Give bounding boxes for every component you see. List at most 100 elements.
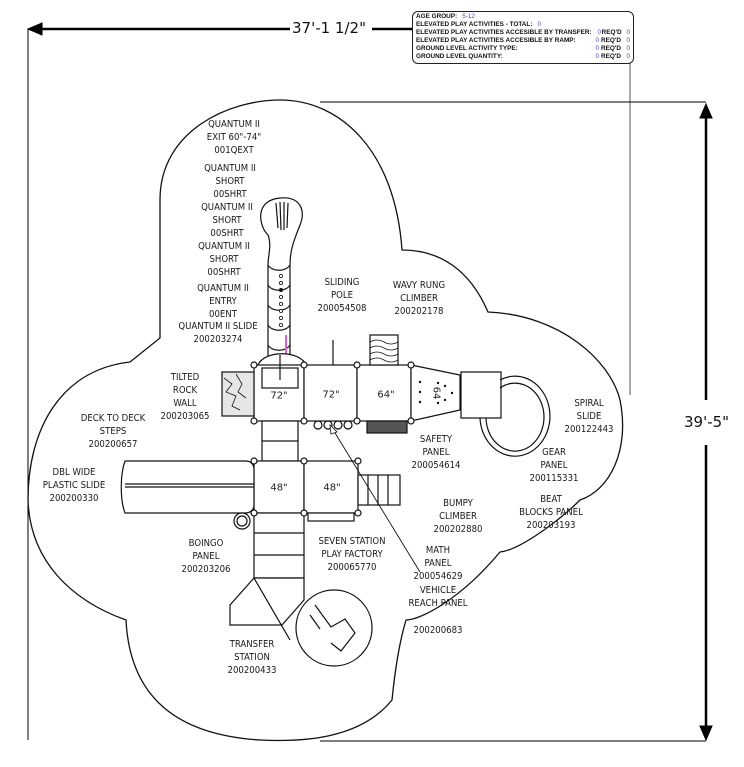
component-label-dbl-wide-slide: DBL WIDE PLASTIC SLIDE 200200330 — [43, 466, 106, 505]
info-row-label: ELEVATED PLAY ACTIVITIES ACCESIBLE BY RA… — [416, 37, 576, 44]
info-row-value: 0 — [595, 53, 599, 60]
label-line: 200065770 — [327, 562, 377, 573]
component-label-quantum-slide: QUANTUM II SLIDE 200203274 — [178, 320, 257, 346]
arrow-down-icon — [699, 725, 713, 742]
label-line: POLE — [330, 290, 354, 301]
height-dimension — [320, 101, 713, 742]
label-line: 00SHRT — [207, 267, 241, 278]
arrow-left-icon — [26, 22, 43, 36]
component-label-math-panel: MATH PANEL 200054629 — [414, 544, 463, 583]
label-line: PLAY FACTORY — [321, 549, 383, 560]
label-line: BOINGO — [188, 538, 224, 549]
label-line: SLIDE — [576, 411, 602, 422]
info-row-req-label: REQ'D — [601, 37, 621, 44]
info-row-req-label: REQ'D — [601, 45, 621, 52]
lower-decks — [120, 457, 401, 641]
info-row: GROUND LEVEL QUANTITY: 0 REQ'D 0 — [416, 53, 630, 61]
component-label-tilted-rock-wall: TILTED ROCK WALL 200203065 — [161, 371, 210, 423]
component-label-vehicle-reach-panel-number: 200200683 — [414, 624, 463, 637]
label-line: 200054508 — [317, 303, 367, 314]
component-label-gear-panel: GEAR PANEL 200115331 — [530, 446, 579, 485]
info-row-req-label: REQ'D — [601, 29, 622, 36]
label-line: WAVY RUNG — [392, 280, 446, 291]
width-dimension — [26, 22, 631, 740]
elevated-total-row: ELEVATED PLAY ACTIVITIES - TOTAL: 0 — [416, 21, 630, 29]
component-label-vehicle-reach-panel: VEHICLE REACH PANEL — [408, 584, 467, 610]
deck-to-deck-steps — [261, 420, 299, 462]
component-label-quantum-short: QUANTUM II SHORT 00SHRT — [201, 201, 253, 240]
label-line: EXIT 60"-74" — [206, 132, 262, 143]
label-line: 200203193 — [526, 520, 576, 531]
label-line: 200202880 — [433, 524, 483, 535]
label-line: DECK TO DECK — [80, 413, 146, 424]
label-line: PANEL — [422, 447, 450, 458]
label-line: 200200433 — [227, 665, 277, 676]
label-line: 200115331 — [529, 473, 579, 484]
label-line: ENTRY — [209, 296, 237, 307]
label-line: 00SHRT — [210, 228, 244, 239]
label-line: STEPS — [99, 426, 127, 437]
age-group-row: AGE GROUP: 5-12 — [416, 13, 630, 21]
label-line: PANEL — [424, 558, 452, 569]
label-line: QUANTUM II — [208, 119, 260, 130]
label-line: PANEL — [192, 551, 220, 562]
label-line: VEHICLE — [419, 585, 457, 596]
info-row-label: GROUND LEVEL ACTIVITY TYPE: — [416, 45, 518, 52]
upper-decks — [221, 334, 551, 457]
label-line: WALL — [173, 398, 197, 409]
info-row-label: ELEVATED PLAY ACTIVITIES ACCESIBLE BY TR… — [416, 29, 592, 36]
component-label-safety-panel: SAFETY PANEL 200054614 — [412, 433, 461, 472]
deck-height-label: 64" — [377, 389, 395, 401]
quantum-slide — [257, 197, 307, 366]
label-line: GEAR — [542, 447, 566, 458]
label-line: DBL WIDE — [52, 467, 96, 478]
info-row: ELEVATED PLAY ACTIVITIES ACCESIBLE BY RA… — [416, 37, 630, 45]
label-line: QUANTUM II — [204, 163, 256, 174]
component-label-quantum-entry: QUANTUM II ENTRY 00ENT — [197, 282, 249, 321]
label-line: BUMPY — [443, 498, 473, 509]
label-line: 200203206 — [181, 564, 231, 575]
info-row: ELEVATED PLAY ACTIVITIES ACCESIBLE BY TR… — [416, 29, 630, 37]
label-line: 200200657 — [88, 439, 138, 450]
component-label-spiral-slide: SPIRAL SLIDE 200122443 — [565, 397, 614, 436]
arrow-up-icon — [699, 102, 713, 119]
label-line: CLIMBER — [439, 511, 477, 522]
label-line: 200054629 — [413, 571, 463, 582]
component-label-boingo-panel: BOINGO PANEL 200203206 — [182, 537, 231, 576]
width-dimension-label: 37'-1 1/2" — [292, 19, 366, 37]
info-row-req-value: 0 — [626, 29, 631, 36]
info-row: GROUND LEVEL ACTIVITY TYPE: 0 REQ'D 0 — [416, 45, 630, 53]
label-line: ROCK — [172, 385, 198, 396]
age-group-value: 5-12 — [462, 13, 475, 20]
label-line: 200054614 — [411, 460, 461, 471]
component-label-transfer-station: TRANSFER STATION 200200433 — [228, 638, 277, 677]
label-line: SLIDING — [324, 277, 360, 288]
info-row-req-value: 0 — [626, 45, 630, 52]
label-line: 00SHRT — [213, 189, 247, 200]
height-dimension-label: 39'-5" — [684, 413, 730, 431]
accessibility-info-box: AGE GROUP: 5-12 ELEVATED PLAY ACTIVITIES… — [412, 11, 634, 64]
label-line: 200200330 — [49, 493, 99, 504]
label-line: CLIMBER — [400, 293, 438, 304]
label-line: BEAT — [540, 494, 562, 505]
math-panel-leader-line — [331, 427, 421, 573]
deck-height-label: 48" — [270, 482, 288, 494]
component-label-bumpy-climber: BUMPY CLIMBER 200202880 — [434, 497, 483, 536]
label-line: 001QEXT — [214, 145, 254, 156]
info-row-label: GROUND LEVEL QUANTITY: — [416, 53, 503, 60]
label-line: REACH PANEL — [408, 598, 468, 609]
label-line: SEVEN STATION — [318, 536, 386, 547]
component-label-quantum-short: QUANTUM II SHORT 00SHRT — [204, 162, 256, 201]
label-line: QUANTUM II SLIDE — [178, 321, 258, 332]
component-label-seven-station-play-factory: SEVEN STATION PLAY FACTORY 200065770 — [318, 535, 385, 574]
info-row-req-value: 0 — [626, 53, 630, 60]
elevated-total-label: ELEVATED PLAY ACTIVITIES - TOTAL: — [416, 21, 533, 28]
component-label-deck-to-deck-steps: DECK TO DECK STEPS 200200657 — [81, 412, 145, 451]
label-line: MATH — [425, 545, 451, 556]
label-line: QUANTUM II — [201, 202, 253, 213]
label-line: 200200683 — [413, 625, 463, 636]
label-line: PANEL — [540, 460, 568, 471]
label-line: SHORT — [212, 215, 242, 226]
info-row-value: 0 — [595, 37, 599, 44]
label-line: PLASTIC SLIDE — [42, 480, 106, 491]
